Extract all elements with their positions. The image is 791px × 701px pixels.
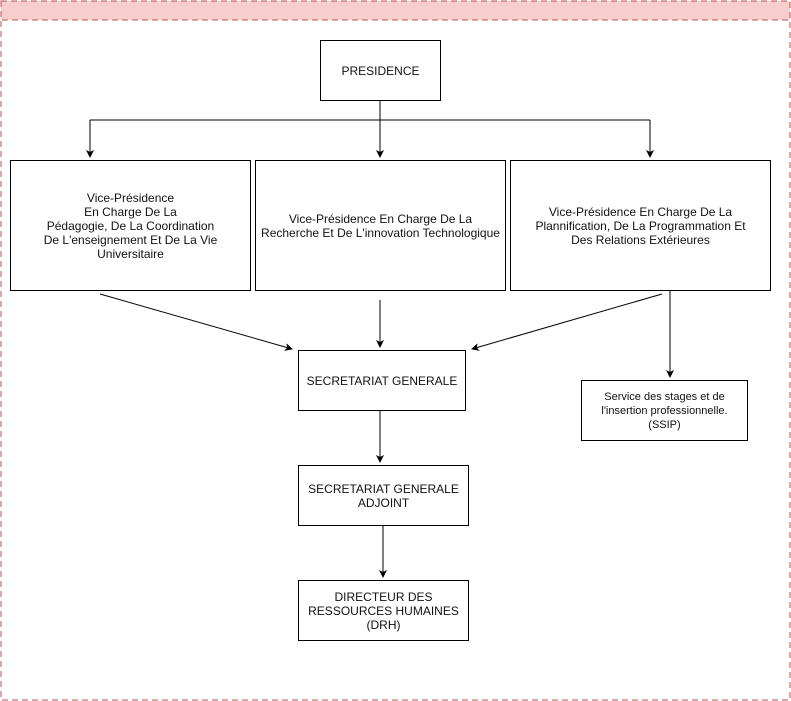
node-label: Vice-Présidence En Charge De La Pédagogi… xyxy=(43,190,218,261)
node-label: PRESIDENCE xyxy=(341,63,420,78)
node-vp-pedagogie[interactable]: Vice-Présidence En Charge De La Pédagogi… xyxy=(10,160,251,291)
node-secretariat-generale[interactable]: SECRETARIAT GENERALE xyxy=(298,350,466,411)
node-label: SECRETARIAT GENERALE xyxy=(306,373,458,388)
node-presidence[interactable]: PRESIDENCE xyxy=(320,40,441,101)
edge-vp1-sg xyxy=(99,293,293,351)
node-vp-recherche[interactable]: Vice-Présidence En Charge De La Recherch… xyxy=(255,160,506,291)
node-label: Service des stages et de l'insertion pro… xyxy=(601,390,728,431)
node-label: Vice-Présidence En Charge De La Plannifi… xyxy=(535,204,746,247)
node-drh[interactable]: DIRECTEUR DES RESSOURCES HUMAINES (DRH) xyxy=(298,580,469,641)
container-header xyxy=(0,0,791,21)
node-vp-planification[interactable]: Vice-Présidence En Charge De La Plannifi… xyxy=(510,160,771,291)
node-secretariat-adjoint[interactable]: SECRETARIAT GENERALE ADJOINT xyxy=(298,465,469,526)
edge-vp3-sg xyxy=(471,293,663,351)
edge-presidence-trunk xyxy=(90,100,650,121)
node-label: SECRETARIAT GENERALE ADJOINT xyxy=(308,481,459,510)
node-label: DIRECTEUR DES RESSOURCES HUMAINES (DRH) xyxy=(308,589,459,632)
node-ssip[interactable]: Service des stages et de l'insertion pro… xyxy=(581,380,748,441)
node-label: Vice-Présidence En Charge De La Recherch… xyxy=(261,211,500,240)
